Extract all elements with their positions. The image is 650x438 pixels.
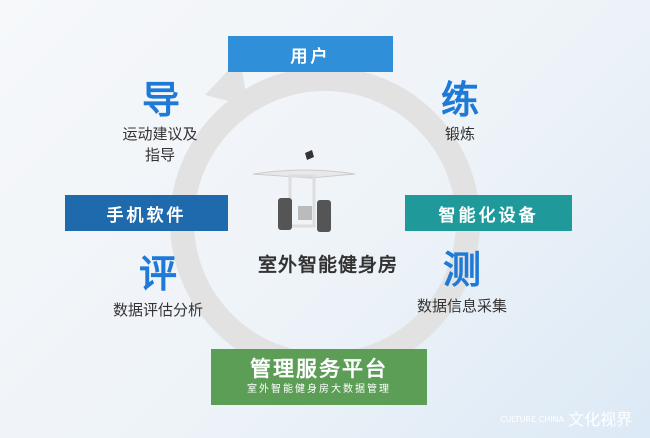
guide-char: 导 bbox=[141, 78, 180, 122]
platform-sublabel: 室外智能健身房大数据管理 bbox=[247, 384, 391, 395]
train-desc: 锻炼 bbox=[444, 125, 475, 143]
management-platform-box: 管理服务平台 室外智能健身房大数据管理 bbox=[211, 349, 427, 405]
evaluate-desc: 数据评估分析 bbox=[112, 301, 203, 319]
smart-device-box: 智能化设备 bbox=[405, 195, 572, 231]
user-box: 用户 bbox=[228, 36, 393, 72]
user-label: 用户 bbox=[290, 46, 331, 67]
gym-equipment-image bbox=[252, 150, 356, 232]
mobile-app-box: 手机软件 bbox=[65, 195, 228, 231]
measure-char: 测 bbox=[442, 248, 481, 292]
watermark-logo: CULTURE CHINA 文化视界 bbox=[500, 410, 632, 430]
guide-line: 运动建议及 bbox=[122, 125, 198, 143]
platform-label: 管理服务平台 bbox=[250, 357, 388, 381]
mobile-app-label: 手机软件 bbox=[106, 205, 187, 226]
train-char: 练 bbox=[440, 78, 479, 122]
guide-line: 指导 bbox=[144, 146, 175, 164]
center-title: 室外智能健身房 bbox=[257, 254, 398, 276]
measure-desc: 数据信息采集 bbox=[416, 297, 507, 315]
smart-device-label: 智能化设备 bbox=[438, 205, 539, 226]
watermark-latin: CULTURE CHINA bbox=[500, 415, 565, 424]
watermark-text: 文化视界 bbox=[568, 410, 633, 429]
evaluate-char: 评 bbox=[138, 252, 177, 296]
guide-desc: 运动建议及指导 bbox=[88, 124, 232, 166]
